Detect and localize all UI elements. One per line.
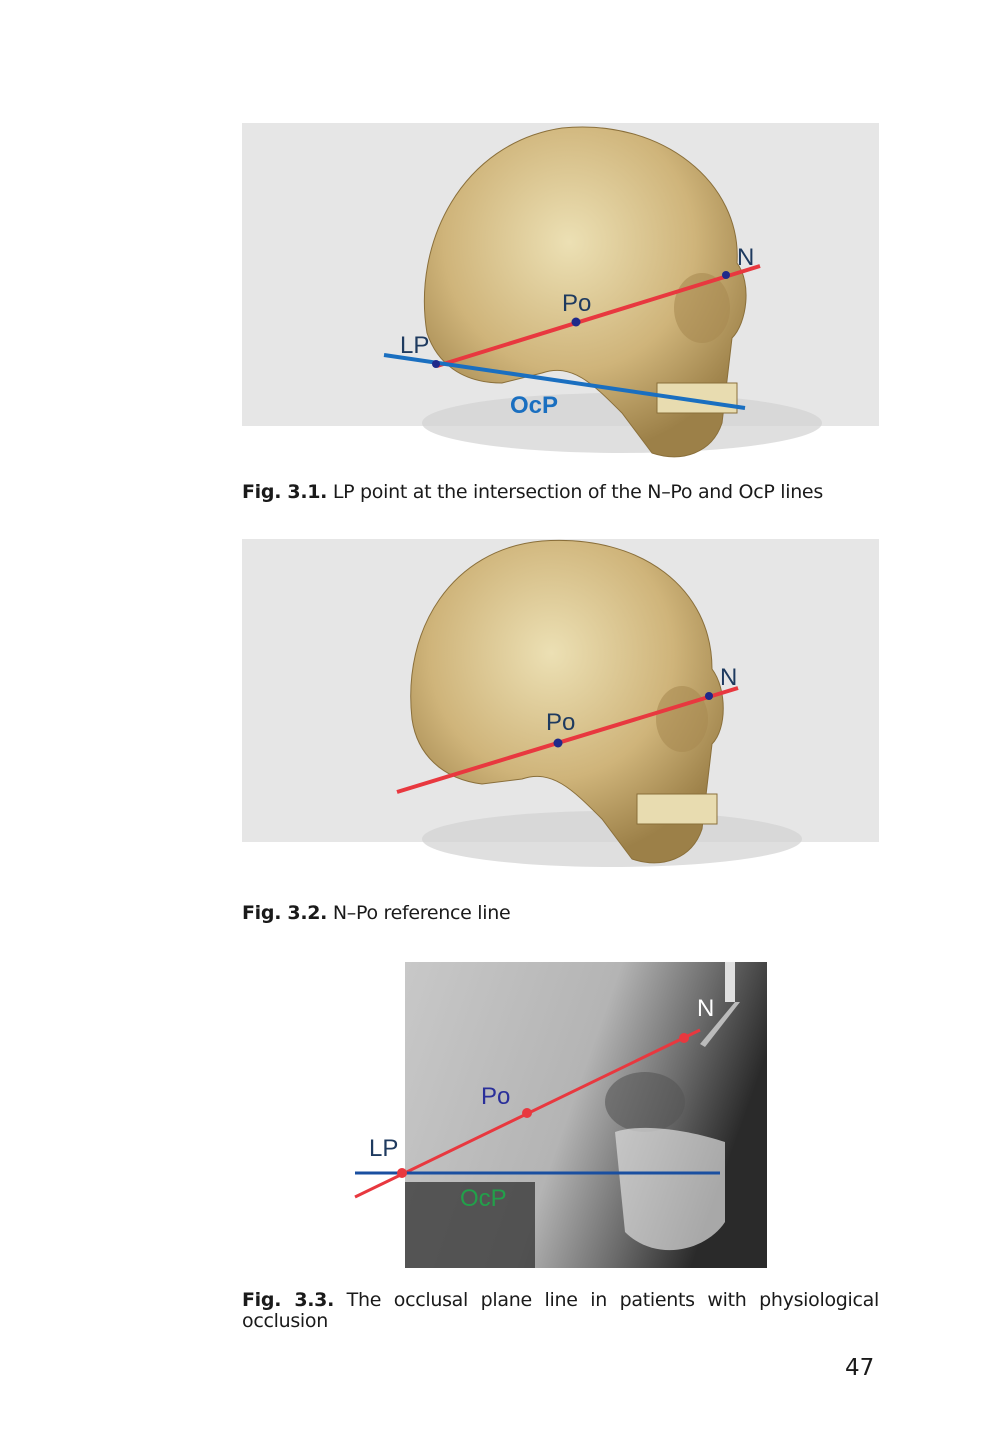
figure-3-2-caption: Fig. 3.2. N–Po reference line bbox=[242, 903, 879, 924]
label-po: Po bbox=[562, 290, 591, 317]
label-lp: LP bbox=[400, 332, 429, 359]
figure-3-2-panel: N Po bbox=[242, 539, 879, 867]
caption-text: LP point at the intersection of the N–Po… bbox=[327, 481, 823, 503]
label-n: N bbox=[720, 664, 737, 691]
caption-number: Fig. 3.2. bbox=[242, 902, 328, 924]
lp-point bbox=[432, 360, 440, 368]
po-point bbox=[553, 738, 563, 748]
npo-line bbox=[396, 686, 739, 794]
n-point bbox=[722, 271, 730, 279]
caption-number: Fig. 3.3. bbox=[242, 1289, 335, 1311]
caption-number: Fig. 3.1. bbox=[242, 481, 328, 503]
ocp-line bbox=[383, 353, 746, 410]
n-point bbox=[705, 692, 713, 700]
label-ocp: OcP bbox=[510, 392, 558, 419]
xray-image bbox=[405, 962, 767, 1268]
figure-3-1-panel: N Po LP OcP bbox=[242, 123, 879, 458]
npo-line bbox=[436, 264, 761, 368]
label-n: N bbox=[737, 244, 754, 271]
figure-3-1-caption: Fig. 3.1. LP point at the intersection o… bbox=[242, 482, 879, 503]
skull-illustration-2: N Po bbox=[396, 539, 802, 867]
figure-3-3-caption: Fig. 3.3. The occlusal plane line in pat… bbox=[242, 1290, 879, 1332]
caption-text: N–Po reference line bbox=[327, 902, 511, 924]
label-lp: LP bbox=[369, 1135, 398, 1162]
figure-3-3-xray bbox=[405, 962, 767, 1268]
po-point bbox=[571, 317, 581, 327]
label-po: Po bbox=[546, 709, 575, 736]
caption-text: The occlusal plane line in patients with… bbox=[242, 1289, 879, 1332]
skull-illustration-1: N Po LP OcP bbox=[383, 126, 822, 458]
page-number: 47 bbox=[845, 1355, 875, 1381]
